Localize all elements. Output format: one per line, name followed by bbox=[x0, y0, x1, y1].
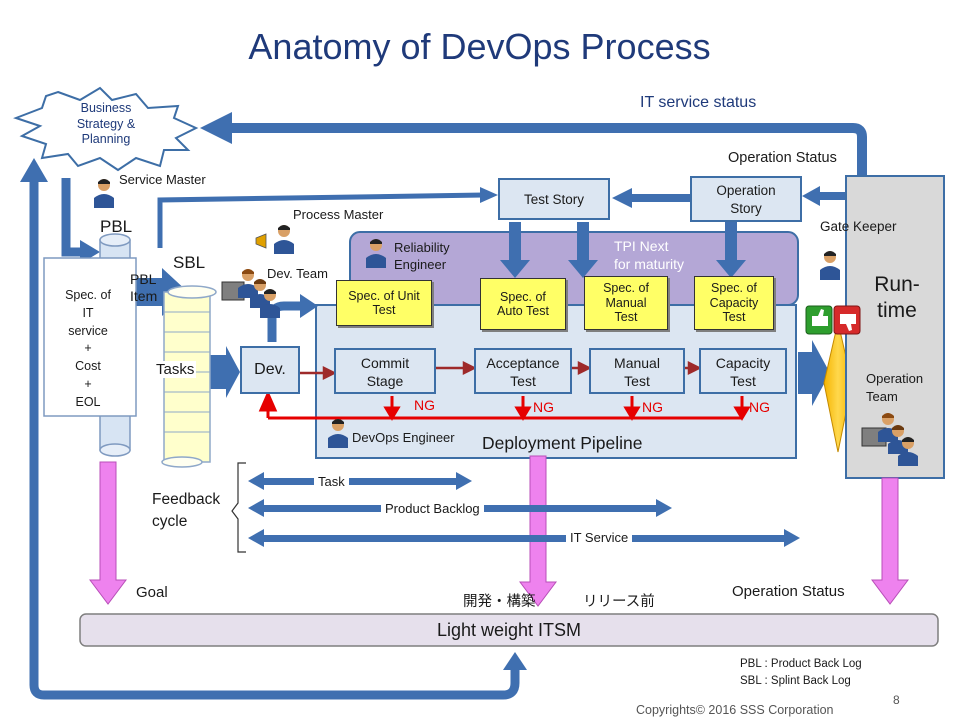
business-burst bbox=[13, 86, 199, 172]
operation-status-bottom-label: Operation Status bbox=[732, 583, 845, 600]
megaphone-icon bbox=[255, 233, 267, 249]
dev-team-icon bbox=[221, 269, 280, 318]
thumbs-down-icon bbox=[833, 305, 861, 335]
jp-label-pre-release: リリース前 bbox=[583, 594, 655, 610]
tasks-to-dev-arrow bbox=[210, 346, 240, 398]
it-service-status-label: IT service status bbox=[640, 94, 757, 111]
pbl-item-label: PBL Item bbox=[130, 271, 158, 304]
person-icon bbox=[94, 179, 114, 208]
legend: PBL : Product Back Log SBL : Splint Back… bbox=[740, 658, 862, 687]
itsm-bar bbox=[79, 613, 939, 647]
feedback-it-service-label: IT Service bbox=[566, 530, 633, 546]
operation-story-box: Operation Story bbox=[690, 176, 802, 222]
operation-team-label: Operation Team bbox=[866, 371, 924, 404]
tpi-next-label: TPI Next for maturity bbox=[614, 238, 685, 273]
business-strategy-label: Business Strategy & Planning bbox=[76, 101, 136, 147]
person-icon bbox=[820, 251, 840, 280]
runtime-to-itsm-arrow bbox=[871, 477, 909, 605]
person-icon bbox=[328, 419, 348, 448]
outer-loop-arrow bbox=[29, 178, 520, 700]
copyright: Copyrights© 2016 SSS Corporation bbox=[636, 703, 834, 717]
page-title: Anatomy of DevOps Process bbox=[248, 26, 711, 67]
person-icon bbox=[274, 225, 294, 254]
dev-team-label: Dev. Team bbox=[267, 266, 328, 281]
page-number: 8 bbox=[893, 693, 900, 707]
it-service-status-arrow bbox=[230, 123, 867, 178]
operation-team-icon bbox=[861, 413, 918, 466]
person-icon bbox=[366, 239, 386, 268]
thumbs-up-icon bbox=[805, 305, 833, 335]
feedback-product-backlog-label: Product Backlog bbox=[381, 501, 484, 517]
ng-label: NG bbox=[533, 399, 554, 415]
ng-label: NG bbox=[642, 399, 663, 415]
jp-label-development: 開発・構築 bbox=[463, 594, 536, 610]
itsm-label: Light weight ITSM bbox=[436, 620, 582, 640]
devops-engineer-label: DevOps Engineer bbox=[352, 430, 455, 445]
feedback-task-label: Task bbox=[314, 474, 349, 490]
test-story-box: Test Story bbox=[498, 178, 610, 220]
goal-arrow bbox=[89, 461, 127, 605]
pipeline-to-itsm-arrow bbox=[519, 455, 557, 607]
operation-status-top-label: Operation Status bbox=[728, 150, 837, 166]
ng-label: NG bbox=[749, 399, 770, 415]
reliability-engineer-label: Reliability Engineer bbox=[394, 240, 450, 272]
dev-box: Dev. bbox=[240, 346, 300, 394]
gate-keeper-label: Gate Keeper bbox=[820, 219, 897, 234]
service-master-label: Service Master bbox=[119, 172, 206, 187]
runtime-label: Run- time bbox=[874, 273, 920, 323]
feedback-cycle-label: Feedback cycle bbox=[152, 491, 221, 530]
deployment-pipeline-label: Deployment Pipeline bbox=[478, 433, 647, 454]
goal-label: Goal bbox=[136, 584, 168, 601]
pbl-label: PBL bbox=[100, 217, 133, 236]
ng-label: NG bbox=[414, 397, 435, 413]
sbl-label: SBL bbox=[173, 253, 206, 272]
process-master-label: Process Master bbox=[293, 207, 384, 222]
tasks-label: Tasks bbox=[154, 361, 197, 379]
pbl-spec-text: Spec. of IT service + Cost + EOL bbox=[65, 288, 111, 409]
pbl-scroll bbox=[43, 233, 137, 457]
